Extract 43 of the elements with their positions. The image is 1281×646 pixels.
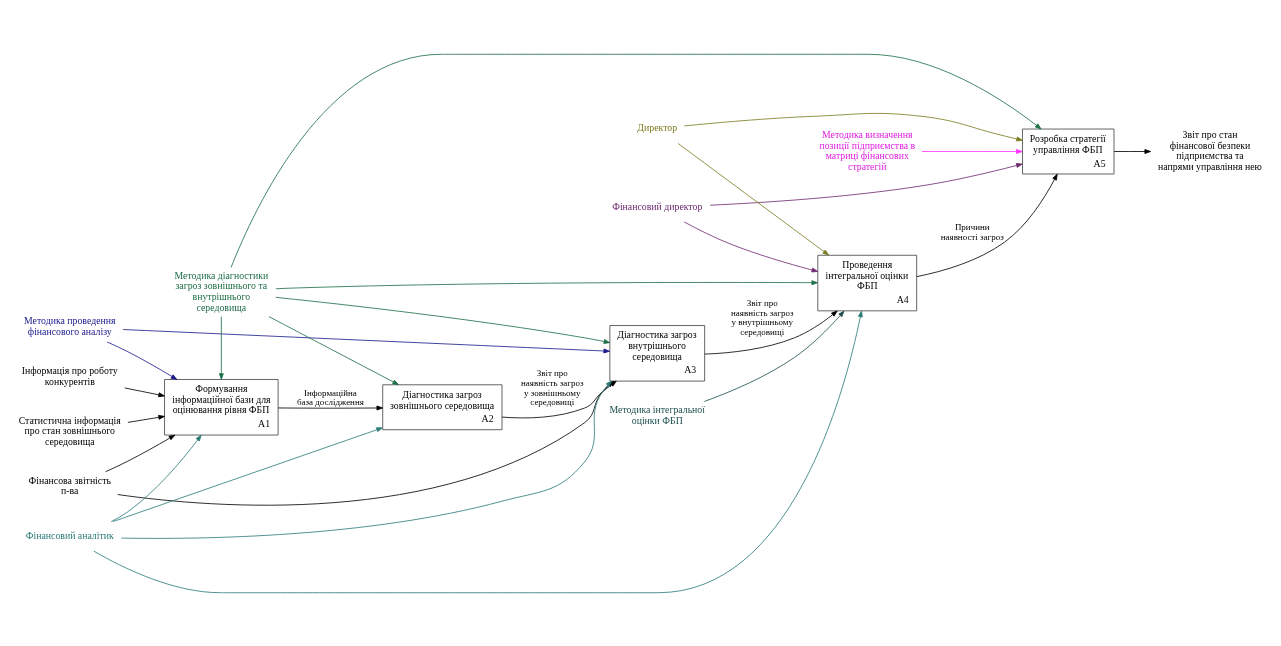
arrow: [218, 315, 224, 380]
arrow: [268, 315, 399, 385]
arrow: [110, 434, 202, 522]
node-text: Фінансова звітність п-ва: [28, 474, 111, 496]
node-text: Директор: [637, 121, 678, 133]
node-box: Проведення інтегральної оцінки ФБП A4: [817, 254, 918, 311]
node-text: Фінансовий аналітик: [25, 529, 114, 541]
arrow: [106, 341, 178, 380]
node-text: Інформація про роботу конкурентів: [21, 364, 118, 387]
arrow: [683, 221, 819, 272]
node-text: Методика інтегральної оцінки ФБП: [609, 403, 706, 426]
arrow: [230, 53, 1042, 268]
arrow: [704, 310, 838, 355]
arrow: [275, 296, 611, 344]
node-text: Статистична інформація про стан зовнішнього середовища: [18, 414, 121, 447]
arrow: [709, 162, 1023, 206]
arrow: [275, 279, 818, 289]
arrow: [127, 414, 165, 423]
node-box: Діагностика загроз зовнішнього середовища A2: [382, 383, 503, 430]
edge-label: Причини наявності загроз: [940, 221, 1004, 242]
arrow: [105, 434, 176, 472]
arrow: [1113, 148, 1151, 154]
arrow: [921, 148, 1023, 154]
arrow: [277, 405, 384, 410]
node-text: Звіт про стан фінансової безпеки підприємства та напрями управління нею: [1158, 128, 1262, 172]
edge-label: Інформаційна база дослідження: [296, 387, 364, 407]
edge-label: Звіт про наявність загроз у внутрішньому середовищі: [731, 297, 794, 337]
edge-label: Звіт про наявність загроз у зовнішньому середовищі: [521, 367, 584, 407]
node-text: Методика діагностики загроз зовнішнього та внутрішнього середовища: [174, 269, 269, 313]
arrow: [683, 112, 1023, 141]
arrow: [916, 173, 1058, 277]
node-text: Методика проведення фінансового аналізу: [24, 314, 116, 337]
arrow: [122, 328, 610, 353]
node-text: Методика визначення позиції підприємства в матриці фінансових стратегій: [819, 128, 916, 172]
node-text: Фінансовий директор: [612, 200, 703, 212]
node-box: Діагностика загроз внутрішнього середовища A3: [609, 324, 706, 381]
node-box: Розробка стратегії управління ФБП A5: [1022, 128, 1115, 174]
arrow: [112, 426, 383, 522]
arrow: [703, 310, 845, 402]
arrow: [677, 142, 830, 255]
node-box: Формування інформаційної бази для оцінювання рівня ФБП A1: [164, 378, 279, 435]
arrow: [93, 310, 863, 593]
arrow: [124, 387, 165, 397]
